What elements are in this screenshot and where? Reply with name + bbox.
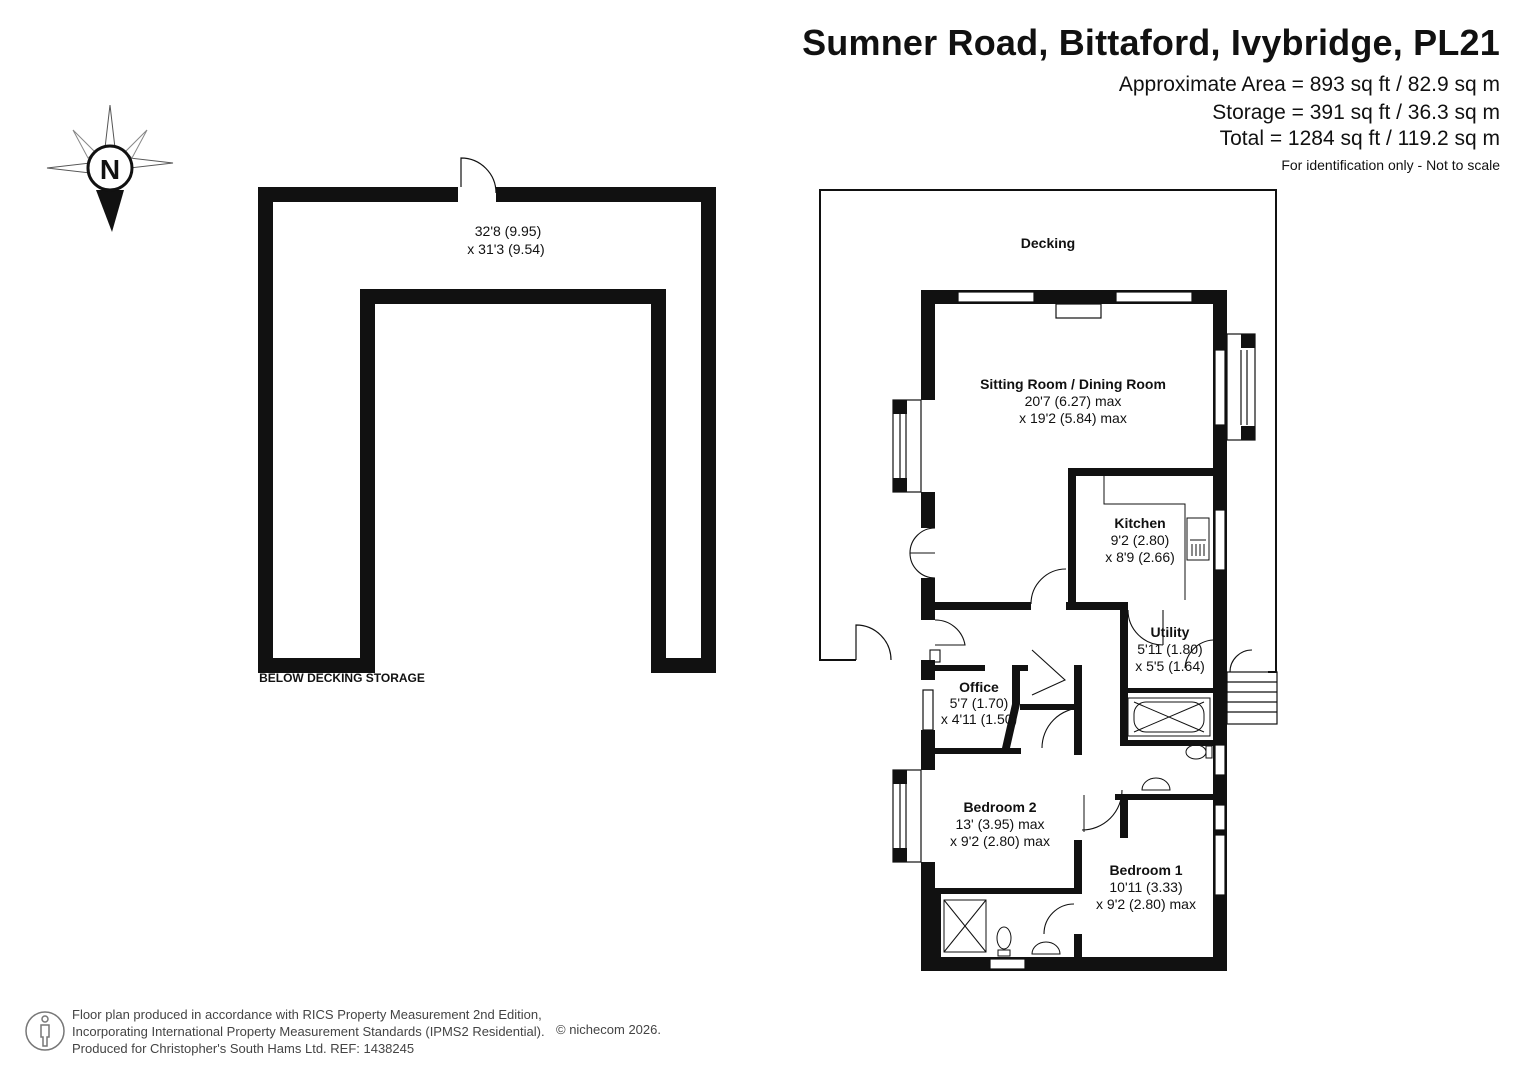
footer-line-1: Floor plan produced in accordance with R…: [72, 1007, 542, 1022]
svg-text:x 19'2 (5.84) max: x 19'2 (5.84) max: [1019, 410, 1127, 426]
footer-line-3: Produced for Christopher's South Hams Lt…: [72, 1041, 415, 1056]
svg-text:Bedroom 2: Bedroom 2: [963, 799, 1036, 815]
steps: [1226, 671, 1278, 725]
room-label-utility: Utility 5'11 (1.80) x 5'5 (1.64): [1135, 624, 1205, 674]
bathroom-fixtures: [943, 697, 1213, 957]
room-label-office: Office 5'7 (1.70) x 4'11 (1.50): [941, 679, 1017, 727]
svg-text:Office: Office: [959, 679, 999, 695]
property-address-title: Sumner Road, Bittaford, Ivybridge, PL21: [802, 22, 1500, 63]
storage-caption: BELOW DECKING STORAGE: [259, 671, 425, 685]
svg-text:9'2 (2.80): 9'2 (2.80): [1111, 532, 1170, 548]
svg-text:5'11 (1.80): 5'11 (1.80): [1137, 641, 1202, 657]
room-label-bedroom-2: Bedroom 2 13' (3.95) max x 9'2 (2.80) ma…: [950, 799, 1050, 849]
scale-disclaimer: For identification only - Not to scale: [1281, 157, 1500, 173]
decking-label: Decking: [1021, 235, 1075, 251]
copyright-notice: © nichecom 2026.: [556, 1022, 661, 1037]
svg-text:x 5'5 (1.64): x 5'5 (1.64): [1135, 658, 1205, 674]
below-decking-storage-walls: [258, 157, 716, 673]
decking-outline: [819, 189, 1277, 673]
footer-line-2: Incorporating International Property Mea…: [72, 1024, 545, 1039]
doors: [909, 527, 1253, 935]
room-label-sitting-room: Sitting Room / Dining Room 20'7 (6.27) m…: [980, 376, 1166, 426]
svg-text:Bedroom 1: Bedroom 1: [1109, 862, 1182, 878]
svg-text:13' (3.95) max: 13' (3.95) max: [955, 816, 1044, 832]
compass-north-label: N: [100, 154, 120, 185]
storage-area: Storage = 391 sq ft / 36.3 sq m: [1212, 101, 1500, 124]
svg-text:5'7 (1.70): 5'7 (1.70): [950, 695, 1009, 711]
storage-dimension-1: 32'8 (9.95): [475, 223, 542, 239]
person-logo-icon: [25, 1011, 65, 1051]
svg-text:x 9'2 (2.80) max: x 9'2 (2.80) max: [1096, 896, 1196, 912]
windows: [922, 291, 1226, 970]
room-label-bedroom-1: Bedroom 1 10'11 (3.33) x 9'2 (2.80) max: [1096, 862, 1196, 912]
svg-text:x 8'9 (2.66): x 8'9 (2.66): [1105, 549, 1175, 565]
svg-text:20'7 (6.27) max: 20'7 (6.27) max: [1025, 393, 1122, 409]
footer-disclaimer: Floor plan produced in accordance with R…: [72, 1006, 545, 1057]
svg-text:x 9'2 (2.80) max: x 9'2 (2.80) max: [950, 833, 1050, 849]
total-area: Total = 1284 sq ft / 119.2 sq m: [1219, 127, 1500, 150]
compass-icon: N: [46, 104, 174, 232]
storage-dimension-2: x 31'3 (9.54): [467, 241, 544, 257]
kitchen-units: [1103, 476, 1210, 600]
approximate-area: Approximate Area = 893 sq ft / 82.9 sq m: [1118, 73, 1500, 96]
svg-text:10'11 (3.33): 10'11 (3.33): [1109, 879, 1182, 895]
svg-text:Sitting Room / Dining Room: Sitting Room / Dining Room: [980, 376, 1166, 392]
svg-text:Kitchen: Kitchen: [1114, 515, 1165, 531]
svg-text:Utility: Utility: [1151, 624, 1190, 640]
room-label-kitchen: Kitchen 9'2 (2.80) x 8'9 (2.66): [1105, 515, 1175, 565]
svg-text:x 4'11 (1.50): x 4'11 (1.50): [941, 711, 1017, 727]
